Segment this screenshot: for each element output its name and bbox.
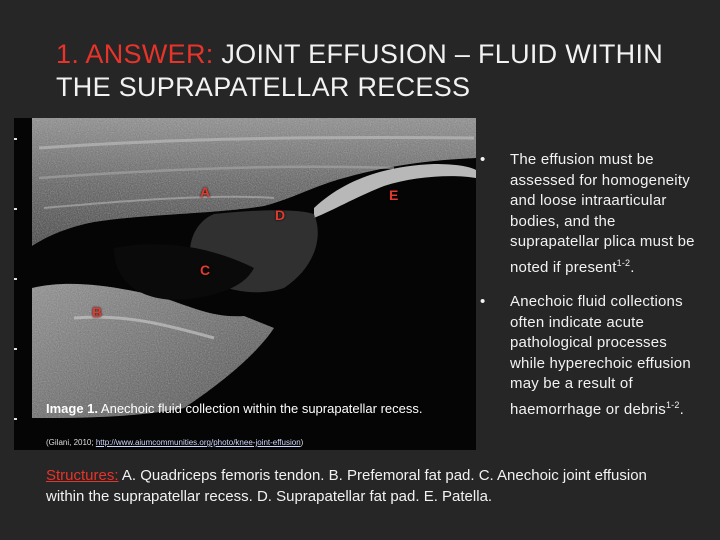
bullet-item: • The effusion must be assessed for homo… [480, 150, 702, 278]
title-accent: 1. ANSWER: [56, 39, 214, 69]
caption-label: Image 1. [46, 401, 99, 416]
structures-text: A. Quadriceps femoris tendon. B. Prefemo… [46, 467, 647, 505]
bullet-ref: 1-2 [665, 399, 680, 410]
marker-a: A [200, 184, 211, 200]
source-prefix: (Gilani, 2010; [46, 438, 96, 447]
bullet-dot-icon: • [480, 293, 486, 310]
bullet-item: • Anechoic fluid collections often indic… [480, 292, 702, 420]
image-source: (Gilani, 2010; http://www.aiumcommunitie… [46, 438, 466, 447]
source-link[interactable]: http://www.aiumcommunities.org/photo/kne… [95, 438, 301, 447]
bullet-text: Anechoic fluid collections often indicat… [510, 293, 691, 418]
marker-b: B [92, 304, 103, 320]
structures-label: Structures: [46, 467, 119, 484]
bullet-end: . [679, 400, 684, 418]
bullet-text: The effusion must be assessed for homoge… [510, 151, 695, 276]
scale-ticks [14, 118, 20, 450]
marker-c: C [200, 262, 211, 278]
bullet-end: . [630, 258, 635, 276]
bullet-ref: 1-2 [616, 257, 631, 268]
ultrasound-image [14, 118, 476, 450]
structures-legend: Structures: A. Quadriceps femoris tendon… [46, 466, 686, 507]
marker-d: D [275, 207, 286, 223]
marker-e: E [389, 187, 399, 203]
source-suffix: ) [300, 438, 304, 447]
title-text: JOINT EFFUSION – FLUID WITHIN THE SUPRAP… [56, 39, 664, 102]
bullet-dot-icon: • [480, 151, 486, 168]
caption-text: Anechoic fluid collection within the sup… [98, 401, 423, 416]
image-caption: Image 1. Anechoic fluid collection withi… [46, 401, 466, 417]
slide-title: 1. ANSWER: JOINT EFFUSION – FLUID WITHIN… [56, 38, 696, 104]
bullet-list: • The effusion must be assessed for homo… [480, 150, 702, 434]
ultrasound-graphic [14, 118, 476, 450]
